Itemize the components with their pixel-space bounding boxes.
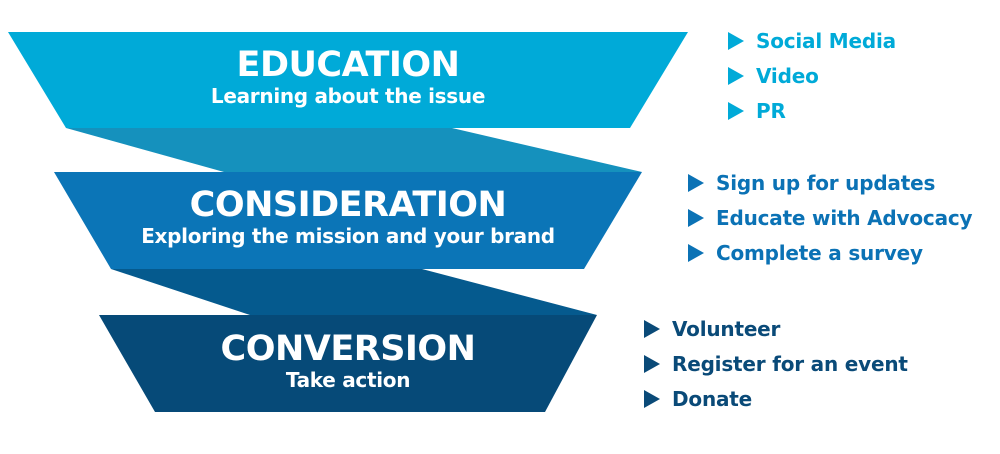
education-stage-shape: [8, 32, 688, 128]
action-label: Educate with Advocacy: [716, 205, 973, 230]
triangle-bullet-icon: [688, 208, 704, 227]
education-stage: EDUCATION Learning about the issue: [100, 46, 596, 108]
triangle-bullet-icon: [644, 354, 660, 373]
consideration-actions: Sign up for updates Educate with Advocac…: [688, 165, 973, 270]
triangle-bullet-icon: [688, 173, 704, 192]
triangle-bullet-icon: [644, 389, 660, 408]
action-label: Sign up for updates: [716, 170, 936, 195]
list-item: Educate with Advocacy: [688, 200, 973, 235]
conversion-actions: Volunteer Register for an event Donate: [644, 311, 908, 416]
stage-title: CONSIDERATION: [189, 185, 507, 225]
action-label: Complete a survey: [716, 240, 923, 265]
action-label: PR: [756, 98, 786, 123]
triangle-bullet-icon: [644, 319, 660, 338]
list-item: Sign up for updates: [688, 165, 972, 200]
list-item: Donate: [644, 381, 908, 416]
action-label: Donate: [672, 386, 753, 411]
action-label: Social Media: [756, 28, 896, 53]
action-label: Register for an event: [672, 351, 908, 376]
education-actions: Social Media Video PR: [728, 23, 896, 128]
stage-title: CONVERSION: [220, 329, 476, 369]
connector-band-2: [111, 269, 597, 315]
stage-title: EDUCATION: [236, 45, 460, 85]
triangle-bullet-icon: [728, 66, 744, 85]
list-item: Social Media: [728, 23, 896, 58]
triangle-bullet-icon: [688, 243, 704, 262]
list-item: Volunteer: [644, 311, 908, 346]
conversion-stage: CONVERSION Take action: [100, 330, 596, 392]
conversion-stage-shape: [99, 315, 597, 412]
stage-subtitle: Learning about the issue: [210, 84, 486, 108]
action-label: Volunteer: [672, 316, 781, 341]
consideration-stage: CONSIDERATION Exploring the mission and …: [100, 186, 596, 248]
list-item: Register for an event: [644, 346, 908, 381]
triangle-bullet-icon: [728, 31, 744, 50]
stage-subtitle: Take action: [285, 368, 411, 392]
stage-subtitle: Exploring the mission and your brand: [141, 224, 555, 248]
list-item: Complete a survey: [688, 235, 972, 270]
list-item: Video: [728, 58, 896, 93]
consideration-stage-shape: [54, 172, 642, 269]
list-item: PR: [728, 93, 896, 128]
action-label: Video: [756, 63, 819, 88]
connector-band-1: [66, 128, 642, 172]
triangle-bullet-icon: [728, 101, 744, 120]
